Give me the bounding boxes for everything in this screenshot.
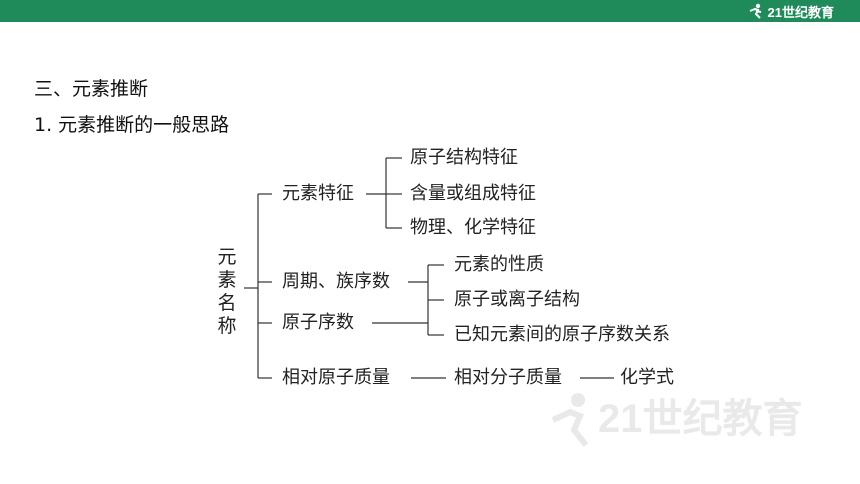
chain-molecular-mass: 相对分子质量 — [454, 367, 562, 388]
runner-icon — [749, 3, 761, 19]
watermark-runner-icon: 21世纪教育 — [551, 393, 803, 447]
chain-formula: 化学式 — [620, 367, 674, 388]
watermark-text: 21世纪教育 — [598, 397, 803, 441]
root-char: 元 — [217, 246, 237, 268]
leaf-content-composition: 含量或组成特征 — [410, 183, 536, 204]
branch-element-features: 元素特征 — [282, 183, 354, 204]
section-title: 三、元素推断 — [34, 78, 149, 100]
logo-text: 21世纪教育 — [767, 4, 834, 20]
leaf-atom-ion-structure: 原子或离子结构 — [454, 289, 580, 310]
root-char: 名 — [217, 292, 237, 314]
branch-relative-mass: 相对原子质量 — [282, 367, 390, 388]
brand-logo: 21世纪教育 — [747, 2, 834, 20]
leaf-known-relation: 已知元素间的原子序数关系 — [454, 324, 670, 345]
leaf-element-properties: 元素的性质 — [454, 254, 544, 275]
root-char: 称 — [217, 315, 237, 337]
subsection-title: 1. 元素推断的一般思路 — [34, 114, 230, 136]
branch-atomic-number: 原子序数 — [282, 312, 354, 333]
watermark-logo: 21世纪教育 — [548, 390, 838, 454]
branch-period-group: 周期、族序数 — [282, 271, 390, 292]
root-char: 素 — [217, 269, 237, 291]
top-banner: 21世纪教育 — [0, 0, 860, 22]
leaf-phys-chem: 物理、化学特征 — [410, 217, 536, 238]
leaf-atomic-structure: 原子结构特征 — [410, 147, 518, 168]
